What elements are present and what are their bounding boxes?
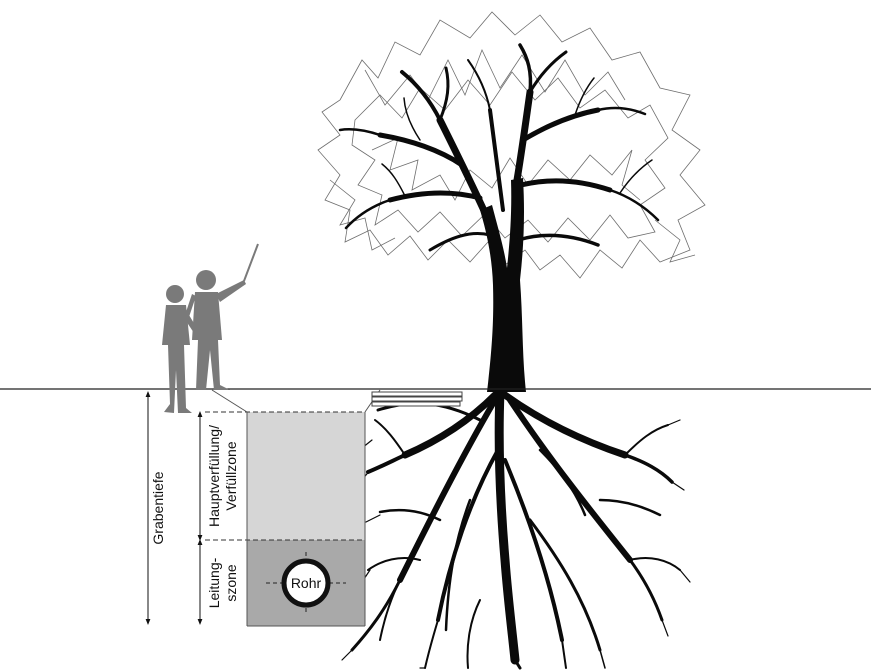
dimension-hauptverfuellung: Hauptverfüllung/ Verfüllzone: [200, 414, 239, 538]
grabentiefe-label: Grabentiefe: [150, 471, 166, 544]
people-silhouette: [162, 244, 258, 413]
dimension-grabentiefe: Grabentiefe: [148, 394, 166, 622]
backfill-zone: [247, 412, 365, 540]
shoring-boards: [372, 392, 462, 406]
hauptverfuellung-label-line2: Verfüllzone: [223, 441, 239, 510]
pipe-label: Rohr: [291, 575, 322, 591]
dimension-leitungszone: Leitung- szone: [200, 542, 239, 622]
tree-roots: [342, 392, 690, 668]
leitungszone-label-line1: Leitung-: [206, 557, 222, 608]
pointing-stick: [244, 244, 258, 281]
person-right: [184, 270, 246, 390]
leitungszone-label-line2: szone: [223, 564, 239, 602]
trench-slope-left: [212, 390, 247, 412]
hauptverfuellung-label-line1: Hauptverfüllung/: [206, 425, 222, 527]
